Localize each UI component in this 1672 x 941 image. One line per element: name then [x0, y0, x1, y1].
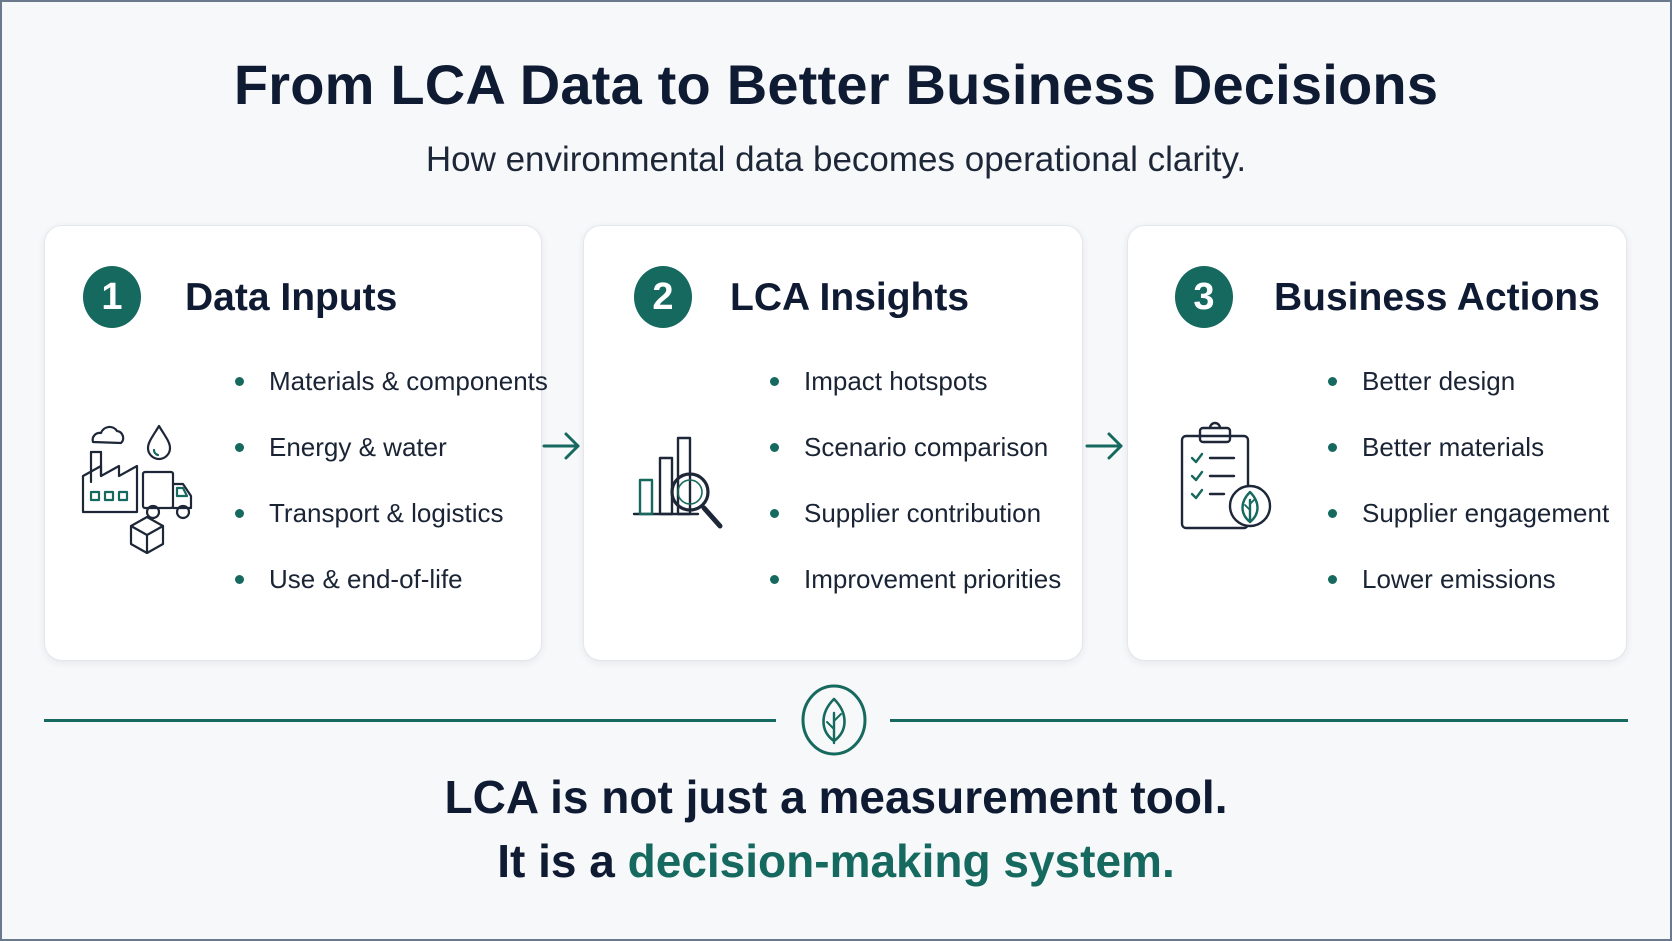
step-card-data-inputs: 1 Data Inputs Materials & components Ene… — [44, 225, 548, 661]
step-number-badge: 3 — [1175, 266, 1233, 328]
tagline-highlight: decision-making system. — [627, 835, 1175, 887]
list-item: Improvement priorities — [770, 562, 1061, 628]
step-bullet-list: Better design Better materials Supplier … — [1328, 364, 1609, 628]
arrow-right-icon — [542, 432, 580, 460]
leaf-icon — [801, 684, 867, 756]
step-card-lca-insights: 2 LCA Insights Impact hotspots Scenario … — [583, 225, 1083, 661]
step-number-badge: 1 — [83, 266, 141, 328]
step-number-badge: 2 — [634, 266, 692, 328]
factory-logistics-icon — [81, 424, 193, 554]
step-bullet-list: Materials & components Energy & water Tr… — [235, 364, 548, 628]
step-title: LCA Insights — [730, 276, 970, 319]
list-item: Transport & logistics — [235, 496, 548, 562]
tagline-line-2: It is a decision-making system. — [0, 834, 1672, 888]
tagline-line-1: LCA is not just a measurement tool. — [444, 771, 1228, 823]
page-subtitle: How environmental data becomes operation… — [425, 140, 1247, 179]
step-card-business-actions: 3 Business Actions Better design Better … — [1127, 225, 1627, 661]
chart-magnifier-icon — [632, 436, 723, 529]
tagline-prefix: It is a — [497, 835, 615, 887]
step-title: Business Actions — [1274, 276, 1600, 319]
list-item: Better materials — [1328, 430, 1609, 496]
divider-right — [890, 719, 1628, 722]
list-item: Materials & components — [235, 364, 548, 430]
list-item: Better design — [1328, 364, 1609, 430]
page-title: From LCA Data to Better Business Decisio… — [233, 53, 1439, 116]
step-bullet-list: Impact hotspots Scenario comparison Supp… — [770, 364, 1061, 628]
list-item: Lower emissions — [1328, 562, 1609, 628]
list-item: Energy & water — [235, 430, 548, 496]
list-item: Use & end-of-life — [235, 562, 548, 628]
list-item: Scenario comparison — [770, 430, 1061, 496]
step-title: Data Inputs — [185, 276, 398, 319]
list-item: Impact hotspots — [770, 364, 1061, 430]
arrow-right-icon — [1085, 432, 1123, 460]
clipboard-leaf-icon — [1180, 421, 1272, 530]
list-item: Supplier engagement — [1328, 496, 1609, 562]
list-item: Supplier contribution — [770, 496, 1061, 562]
divider-left — [44, 719, 776, 722]
